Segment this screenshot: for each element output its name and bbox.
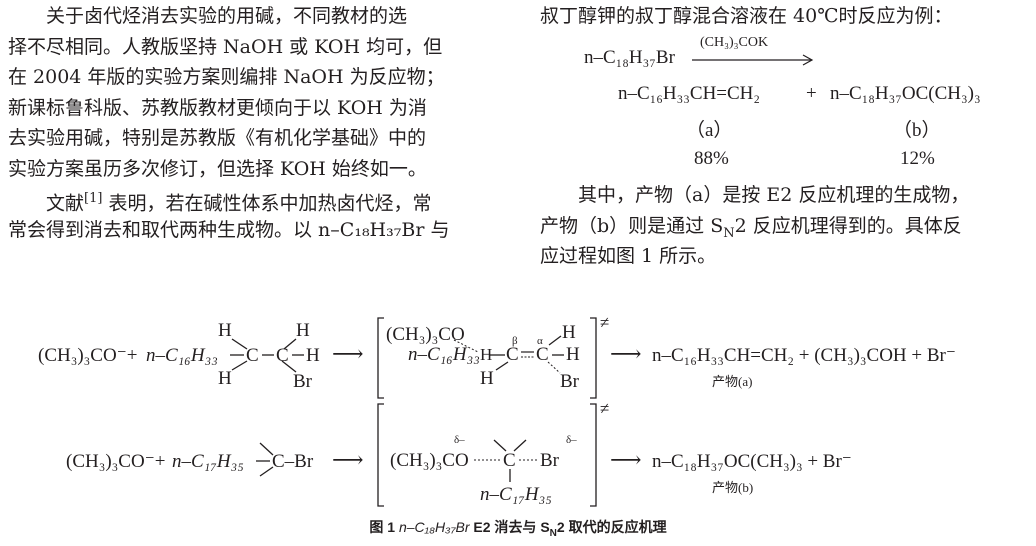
text-fragment: 文献	[46, 192, 85, 215]
text-fragment: 表明，若在碱性体系中加热卤代烃，常	[102, 192, 432, 215]
e2-arrow-2: ⟶	[610, 341, 642, 366]
e2-ts-h-right: H	[566, 344, 580, 365]
sn2-ts-carbon: C	[503, 450, 516, 471]
e2-ts-h-beta: H	[480, 345, 492, 364]
text-line: 其中，产物（a）是按 E2 反应机理的生成物，	[578, 184, 970, 206]
e2-ts-chain: n–C₁₆H₃₃	[408, 344, 480, 365]
text-line: 在 2004 年版的实验方案则编排 NaOH 为反应物；	[8, 66, 445, 88]
left-column-text: 关于卤代烃消去实验的用碱，不同教材的选 择不尽相同。人教版坚持 NaOH 或 K…	[8, 1, 500, 245]
equation-plus: +	[806, 83, 817, 104]
e2-ts-carbon-alpha: C	[536, 344, 549, 365]
e2-h-bottom-left: H	[218, 368, 232, 389]
right-column-intro: 叔丁醇钾的叔丁醇混合溶液在 40℃时反应为例：	[540, 1, 1030, 32]
e2-h-top-left: H	[218, 320, 232, 341]
caption-prefix: 图 1	[369, 519, 399, 535]
text-fragment: 产物（b）则是通过 S	[540, 214, 724, 237]
sn2-arrow-2: ⟶	[610, 447, 642, 472]
e2-h-top-right: H	[296, 320, 310, 341]
e2-carbon-2: C	[276, 345, 289, 366]
text-line: 产物（b）则是通过 SN2 反应机理得到的。具体反	[540, 211, 1030, 242]
equation-reagent: (CH₃)₃COK	[700, 35, 769, 50]
sn2-arrow-1: ⟶	[332, 447, 364, 472]
e2-base: (CH₃)₃CO⁻+	[38, 345, 137, 366]
sn2-delta-o: δ–	[454, 434, 465, 446]
sn2-ts-base: (CH₃)₃CO	[390, 450, 469, 471]
text-line: 新课标鲁科版、苏教版教材更倾向于以 KOH 为消	[8, 96, 427, 119]
yield-a: 88%	[694, 148, 729, 169]
text-line: 常会得到消去和取代两种生成物。以 n–C₁₈H₃₇Br 与	[8, 215, 500, 246]
alpha-label: α	[537, 335, 543, 347]
beta-label: β	[512, 335, 518, 347]
equation-product-a: n–C₁₆H₃₃CH=CH₂	[618, 83, 761, 104]
text-line: 去实验用碱，特别是苏教版《有机化学基础》中的	[8, 127, 427, 149]
text-line: 实验方案虽历多次修订，但选择 KOH 始终如一。	[8, 157, 427, 180]
sn2-product-label: 产物(b)	[712, 480, 753, 495]
product-a-label: （a）	[686, 120, 733, 141]
text-line: 文献[1] 表明，若在碱性体系中加热卤代烃，常	[8, 184, 500, 215]
text-fragment: 常会得到消去和取代两种生成物。以	[8, 218, 319, 241]
e2-ts-carbon-beta: C	[506, 344, 519, 365]
e2-ts-h-bottom: H	[480, 368, 494, 389]
sn2-ts-bromine: Br	[540, 450, 560, 471]
sn2-base: (CH₃)₃CO⁻+	[66, 451, 165, 472]
chemical-formula: n–C₁₈H₃₇Br	[318, 218, 425, 241]
right-column-text: 其中，产物（a）是按 E2 反应机理的生成物， 产物（b）则是通过 SN2 反应…	[540, 180, 1030, 272]
product-b-label: （b）	[893, 120, 941, 141]
e2-chain: n–C₁₆H₃₃	[146, 345, 218, 366]
e2-h-right: H	[306, 345, 320, 366]
yield-b: 12%	[900, 148, 935, 169]
e2-product-label: 产物(a)	[712, 374, 752, 389]
e2-carbon-1: C	[246, 345, 259, 366]
e2-ts-base: (CH₃)₃CO	[386, 324, 465, 345]
text-fragment: 与	[424, 218, 450, 241]
reference-citation[interactable]: [1]	[84, 191, 103, 206]
sn2-products: n–C₁₈H₃₇OC(CH₃)₃ + Br⁻	[652, 451, 852, 472]
e2-ts-h-top: H	[562, 322, 576, 343]
subscript: N	[723, 225, 735, 241]
caption-text: E2 消去与 S	[469, 519, 550, 535]
text-line: 关于卤代烃消去实验的用碱，不同教材的选	[46, 5, 408, 27]
sn2-c-br: C–Br	[272, 451, 314, 472]
e2-ts-bromine: Br	[560, 371, 580, 392]
equation-reactant: n–C₁₈H₃₇Br	[584, 47, 675, 68]
text-line: 叔丁醇钾的叔丁醇混合溶液在 40℃时反应为例：	[540, 5, 953, 27]
sn2-delta-br: δ–	[566, 434, 577, 446]
sn2-ts-chain: n–C₁₇H₃₅	[480, 484, 552, 505]
e2-products: n–C₁₆H₃₃CH=CH₂ + (CH₃)₃COH + Br⁻	[652, 345, 956, 366]
text-line: 择不尽相同。人教版坚持 NaOH 或 KOH 均可，但	[8, 35, 443, 58]
caption-formula: n–C₁₈H₃₇Br	[398, 519, 470, 535]
e2-arrow-1: ⟶	[332, 341, 364, 366]
e2-ts-mark: ≠	[600, 313, 609, 332]
text-fragment: 2 反应机理得到的。具体反	[734, 214, 962, 237]
sn2-ts-mark: ≠	[600, 399, 609, 418]
e2-bromine: Br	[293, 371, 313, 392]
figure-caption: 图 1 n–C₁₈H₃₇Br E2 消去与 SN2 取代的反应机理	[0, 517, 1036, 539]
caption-subscript: N	[549, 527, 557, 539]
text-line: 应过程如图 1 所示。	[540, 245, 717, 267]
caption-text-end: 2 取代的反应机理	[556, 519, 667, 535]
sn2-chain: n–C₁₇H₃₅	[172, 451, 244, 472]
equation-product-b: n–C₁₈H₃₇OC(CH₃)₃	[830, 83, 981, 104]
